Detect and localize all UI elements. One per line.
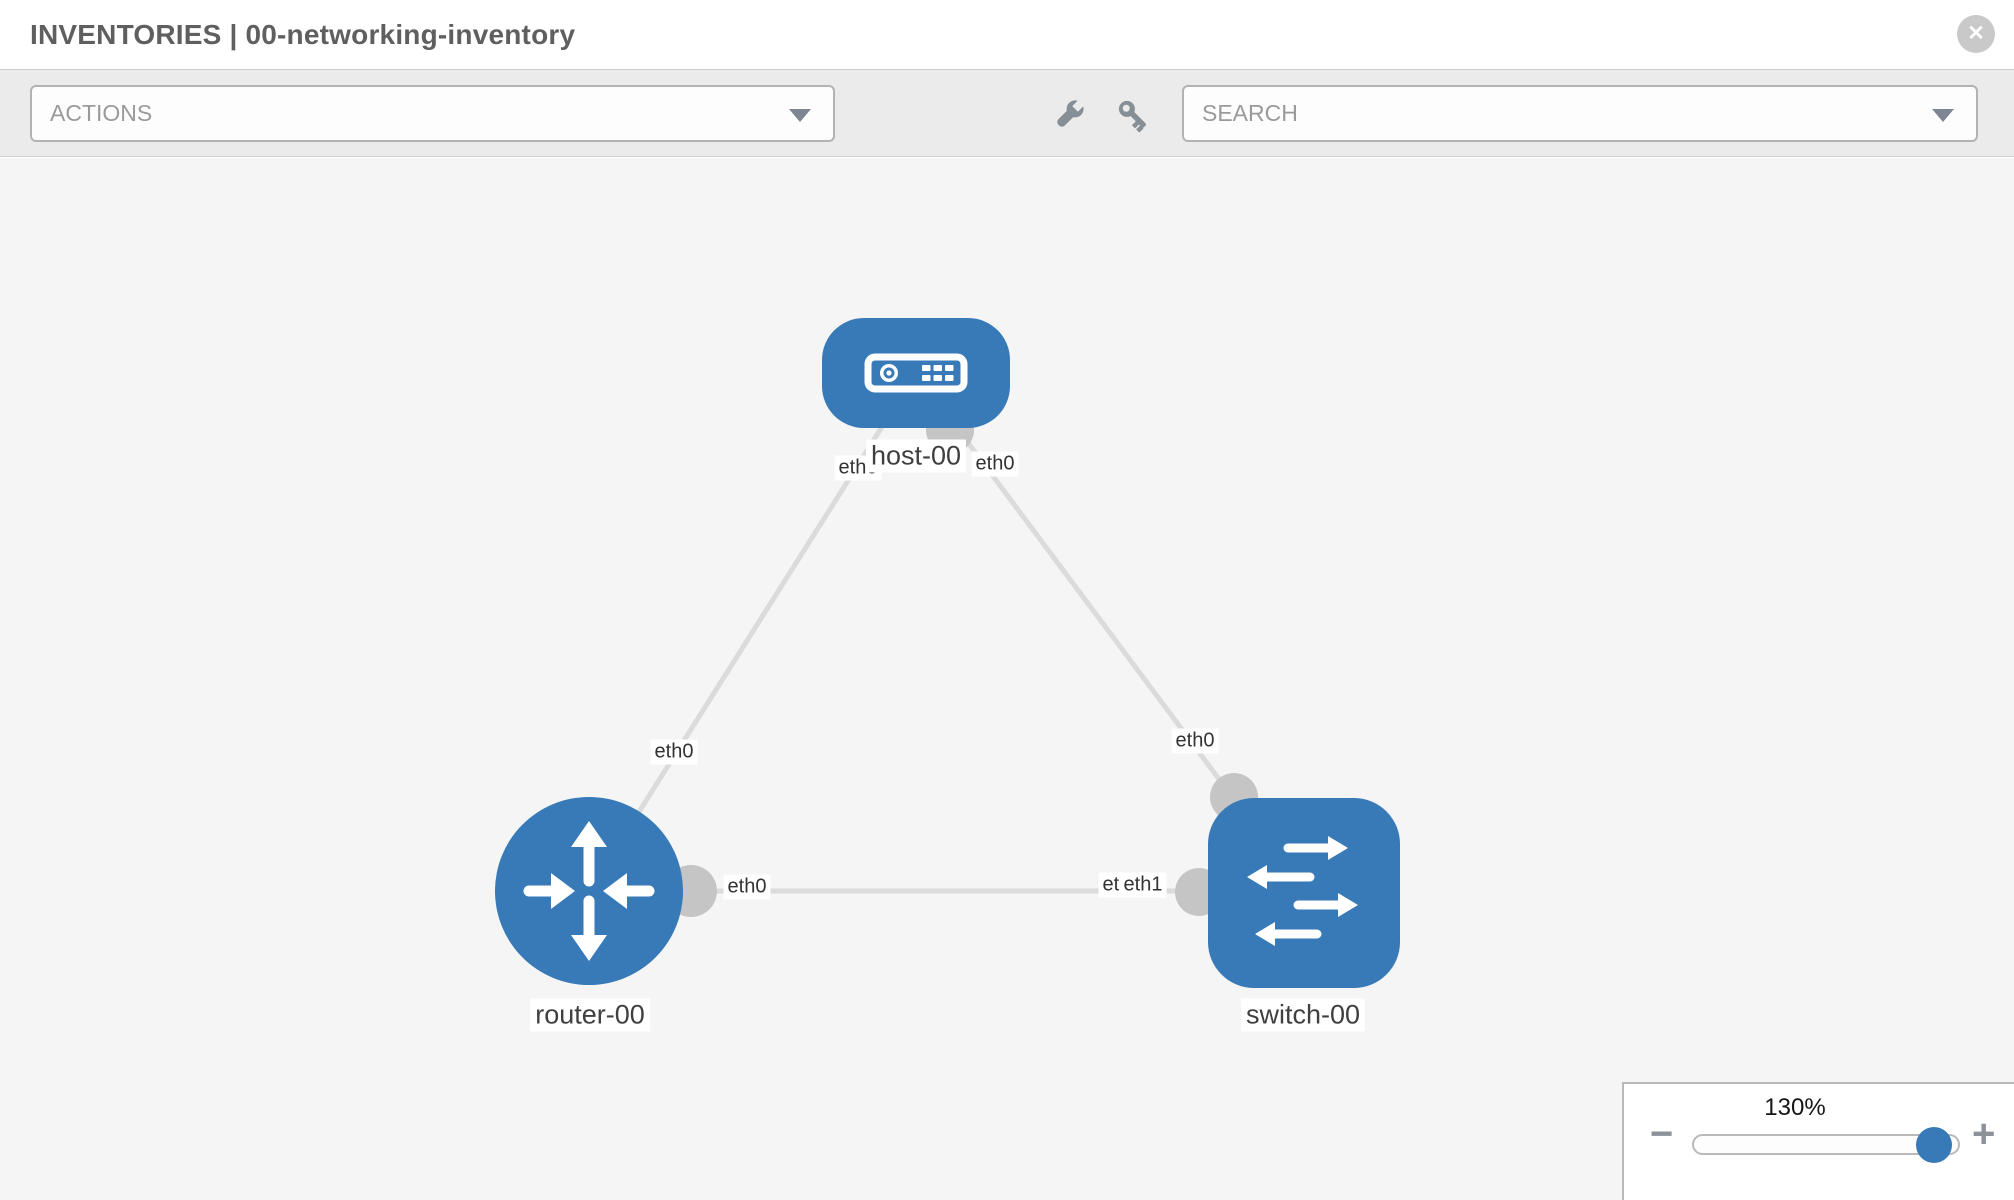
actions-dropdown-label: ACTIONS <box>50 100 153 126</box>
zoom-slider-thumb[interactable] <box>1916 1127 1952 1163</box>
key-icon[interactable] <box>1114 96 1154 136</box>
node-host-00[interactable] <box>822 318 1010 428</box>
iface-label: eth0 <box>1171 728 1219 754</box>
search-dropdown-label: SEARCH <box>1202 100 1298 126</box>
node-label-router: router-00 <box>530 998 650 1032</box>
zoom-level-value: 130% <box>1764 1094 1826 1121</box>
switch-icon <box>1247 836 1358 946</box>
chevron-down-icon <box>1932 109 1954 122</box>
zoom-out-button[interactable]: − <box>1650 1112 1674 1156</box>
search-dropdown[interactable]: SEARCH <box>1182 85 1978 142</box>
header-bar: INVENTORIES | 00-networking-inventory ✕ <box>0 0 2014 70</box>
node-label-host: host-00 <box>865 439 967 473</box>
page-title: INVENTORIES | 00-networking-inventory <box>30 19 576 50</box>
node-router-00[interactable] <box>495 797 683 985</box>
iface-label: eth0 <box>650 739 698 765</box>
host-icon <box>864 353 968 393</box>
close-icon[interactable]: ✕ <box>1957 15 1995 53</box>
router-icon <box>523 821 655 961</box>
topology-canvas[interactable]: eth0 eth0 eth0 eth0 eth0 eth0 eth1 host-… <box>0 158 2014 1200</box>
iface-label: eth0 <box>971 451 1019 477</box>
toolbar: ACTIONS SEARCH <box>0 70 2014 157</box>
iface-label: eth1 <box>1119 872 1167 898</box>
chevron-down-icon <box>789 109 811 122</box>
iface-label: eth0 <box>723 874 771 900</box>
node-label-switch: switch-00 <box>1240 998 1366 1032</box>
actions-dropdown[interactable]: ACTIONS <box>30 85 835 142</box>
zoom-in-button[interactable]: + <box>1972 1112 1996 1156</box>
zoom-control-panel: 130% − + <box>1622 1082 2014 1200</box>
wrench-icon[interactable] <box>1048 96 1088 136</box>
node-switch-00[interactable] <box>1208 798 1400 988</box>
zoom-slider-track[interactable] <box>1692 1127 1960 1163</box>
